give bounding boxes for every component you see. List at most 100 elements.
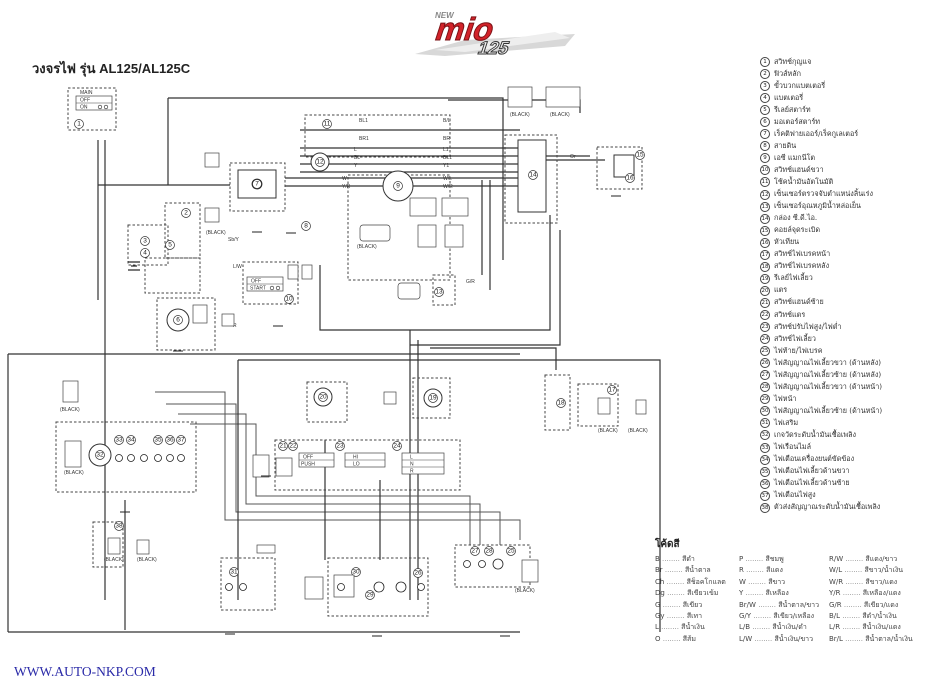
- svg-text:32: 32: [96, 452, 104, 459]
- legend-number: 11: [760, 177, 770, 188]
- color-code-value: สีแดง/ขาว: [865, 555, 898, 563]
- color-code-value: สีน้ำตาล/ขาว: [778, 600, 819, 609]
- legend-label: ไฟสัญญาณไฟเลี้ยวขวา (ด้านหลัง): [774, 357, 882, 367]
- svg-text:11: 11: [324, 121, 331, 128]
- color-code-value: สีเขียว/เหลือง: [773, 611, 815, 620]
- connector-labels: (BLACK) (BLACK) (BLACK) (BLACK) (BLACK) …: [60, 112, 648, 594]
- color-code-leader: ........: [743, 555, 766, 563]
- legend-label: ไฟสัญญาณไฟเลี้ยวซ้าย (ด้านหน้า): [774, 405, 883, 415]
- legend-number: 27: [760, 370, 770, 381]
- wire-label: BR1: [359, 136, 369, 142]
- svg-text:30: 30: [352, 569, 360, 576]
- legend-label: เอซี แมกนีโต: [774, 152, 816, 162]
- legend-number: 22: [760, 310, 770, 320]
- svg-text:6: 6: [176, 317, 180, 324]
- color-code-entry: Dg ........ สีเขียวเข้ม: [655, 588, 739, 599]
- svg-text:3: 3: [143, 238, 147, 245]
- legend-label: สวิทช์ไฟเบรคหลัง: [774, 261, 830, 271]
- page-title: วงจรไฟ รุ่น AL125/AL125C: [32, 61, 191, 76]
- color-code-entry: O ........ สีส้ม: [655, 634, 739, 645]
- horn-switch-off: OFF: [303, 455, 313, 461]
- connector-black-label: (BLACK): [550, 112, 570, 118]
- color-code-value: สีน้ำตาล: [684, 566, 711, 575]
- connector-black-label: (BLACK): [510, 112, 530, 118]
- logo-new-text: NEW: [435, 11, 455, 20]
- turn-switch-l: L: [410, 455, 413, 461]
- legend-label: สวิทช์แฮนด์ขวา: [774, 164, 824, 174]
- connector-black-label: (BLACK): [206, 230, 226, 236]
- legend-label: สวิทช์ไฟเลี้ยว: [774, 333, 816, 343]
- legend-label: สวิทช์กุญแจ: [774, 56, 812, 66]
- svg-text:7: 7: [255, 181, 259, 188]
- color-code-entry: G/Y ........ สีเขียว/เหลือง: [739, 611, 829, 622]
- legend-number: 2: [760, 69, 770, 80]
- turn-switch-r: R: [410, 469, 414, 475]
- color-code-key: B/L: [829, 611, 841, 620]
- legend-number: 9: [760, 153, 770, 164]
- legend-number: 16: [760, 237, 770, 248]
- color-code-entry: L/W ........ สีน้ำเงิน/ขาว: [739, 634, 829, 645]
- color-code-key: Ch: [655, 577, 665, 586]
- svg-text:21: 21: [279, 443, 287, 450]
- color-code-value: สีเทา: [686, 611, 703, 620]
- color-code-value: สีชมพู: [765, 555, 784, 563]
- horn-switch-push: PUSH: [301, 462, 315, 468]
- logo-125-text: 125: [475, 37, 512, 56]
- color-code-entry: L/B ........ สีน้ำเงิน/ดำ: [739, 622, 829, 633]
- svg-text:2: 2: [184, 210, 188, 217]
- legend-number: 37: [760, 490, 770, 501]
- color-code-key: O: [655, 634, 661, 643]
- legend-label: ไฟเตือนไฟสูง: [774, 490, 816, 500]
- legend-label: กล่อง ซี.ดี.ไอ.: [774, 213, 818, 223]
- legend-item: 9 เอซี แมกนีโต: [760, 152, 928, 164]
- legend-number: 18: [760, 261, 770, 272]
- legend-item: 11 โช้คน้ำมันอัตโนมัติ: [760, 176, 928, 188]
- legend-number: 13: [760, 201, 770, 212]
- wiring-diagram: MAIN OFF ON OFF START OFF PUSH HI LO L N…: [7, 86, 661, 637]
- svg-text:31: 31: [230, 569, 238, 576]
- svg-text:23: 23: [336, 443, 344, 450]
- color-code-leader: ........: [842, 634, 866, 643]
- legend-label: โช้คน้ำมันอัตโนมัติ: [774, 176, 834, 186]
- main-switch-on: ON: [80, 105, 88, 111]
- legend-label: เซ็นเซอร์ตรวจจับตำแหน่งลิ้นเร่ง: [774, 189, 873, 199]
- legend-number: 29: [760, 394, 770, 405]
- color-code-leader: ........: [660, 634, 683, 643]
- svg-text:35: 35: [154, 437, 162, 444]
- dimmer-switch-lo: LO: [353, 462, 360, 468]
- color-code-key: Y/R: [829, 589, 841, 598]
- color-code-entry: R ........ สีแดง: [739, 565, 829, 576]
- color-code-value: สีแดง: [766, 566, 783, 575]
- color-code-leader: ........: [840, 611, 863, 620]
- wire-label: BL1: [443, 155, 452, 161]
- color-code-key: G: [655, 600, 661, 609]
- color-code-entry: Y ........ สีเหลือง: [739, 588, 829, 599]
- color-code-value: สีเหลือง/แดง: [862, 589, 901, 598]
- svg-text:27: 27: [471, 548, 479, 555]
- color-code-value: สีส้ม: [682, 634, 696, 643]
- legend-number: 20: [760, 285, 770, 296]
- website-link[interactable]: WWW.AUTO-NKP.COM: [14, 664, 156, 679]
- color-code-leader: ........: [745, 577, 769, 586]
- legend-number: 5: [760, 105, 770, 116]
- wire-label: Or: [570, 154, 576, 160]
- color-code-value: สีน้ำเงิน/แดง: [862, 623, 901, 632]
- color-code-entry: B/L ........ สีดำ/น้ำเงิน: [829, 611, 925, 622]
